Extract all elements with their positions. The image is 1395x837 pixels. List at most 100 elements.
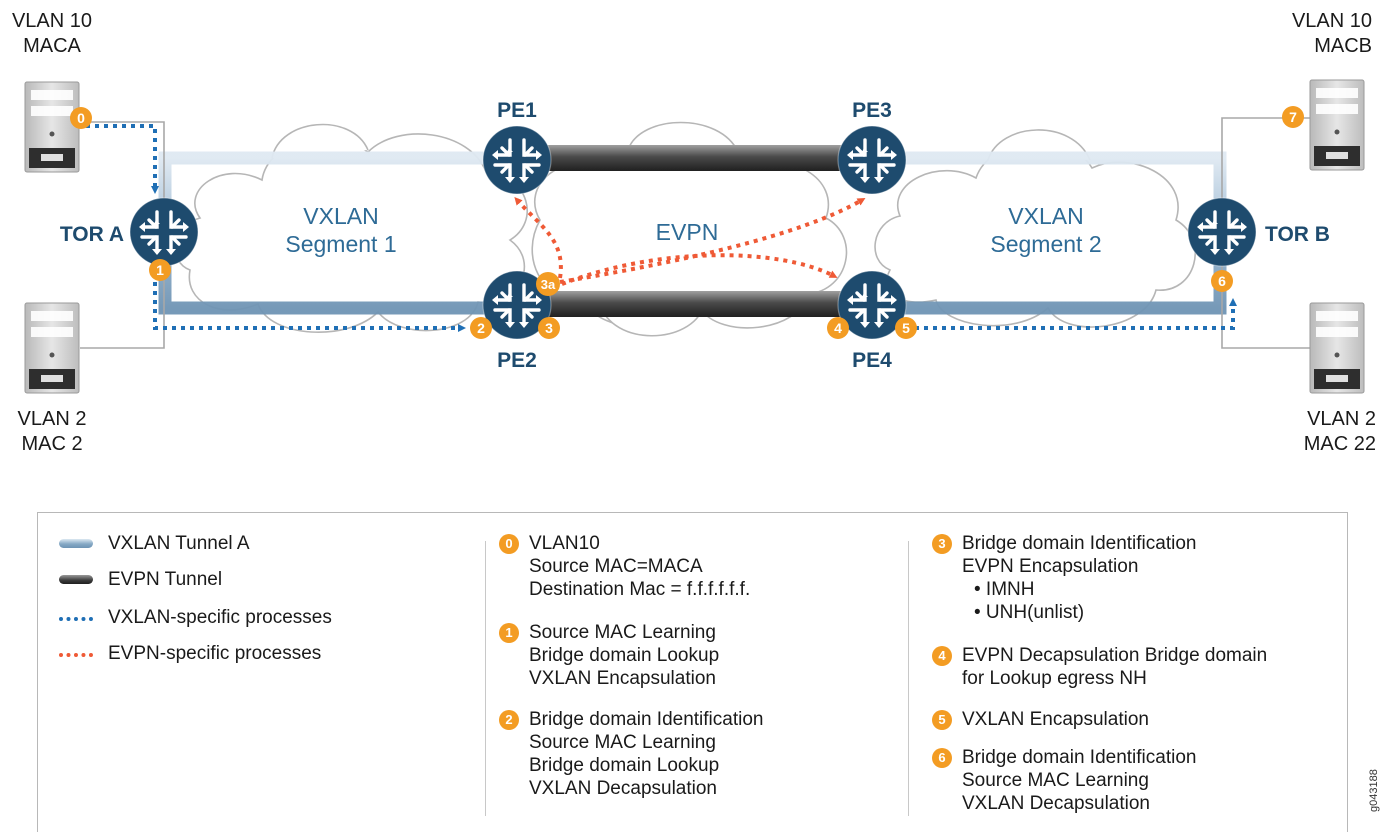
network-diagram: VLAN 10 MACA VLAN 2 MAC 2 VLAN 10 MACB V… bbox=[12, 10, 1376, 455]
step-2-line: Source MAC Learning bbox=[529, 732, 716, 753]
step-0-line: Source MAC=MACA bbox=[529, 556, 703, 577]
vxlan-segment-2-title: VXLAN bbox=[1008, 203, 1083, 229]
step-4-line: EVPN Decapsulation Bridge domain bbox=[962, 645, 1268, 666]
step-1-line: Bridge domain Lookup bbox=[529, 645, 720, 666]
step-badge-3a: 3a bbox=[536, 272, 560, 296]
step-3-line: • IMNH bbox=[974, 579, 1035, 600]
svg-text:7: 7 bbox=[1289, 109, 1297, 125]
evpn-tunnel-swatch bbox=[59, 575, 93, 584]
svg-text:3: 3 bbox=[545, 320, 553, 336]
router-tor-a-icon bbox=[128, 196, 200, 268]
step-badge-5: 5 bbox=[895, 317, 917, 339]
evpn-tunnel-top bbox=[520, 145, 870, 171]
step-badge-3: 3 bbox=[538, 317, 560, 339]
router-pe3-icon bbox=[836, 124, 908, 196]
svg-text:6: 6 bbox=[1218, 273, 1226, 289]
pe1-label: PE1 bbox=[497, 99, 537, 122]
router-pe1-icon bbox=[481, 124, 553, 196]
pe2-label: PE2 bbox=[497, 349, 537, 372]
step-0-line: Destination Mac = f.f.f.f.f.f. bbox=[529, 579, 751, 600]
cloud-puff-top-mid bbox=[627, 121, 739, 153]
step-6-line: Source MAC Learning bbox=[962, 770, 1149, 791]
step-badge-6: 6 bbox=[1211, 270, 1233, 292]
svg-text:1: 1 bbox=[156, 262, 164, 278]
step-4-badge: 4 bbox=[932, 646, 952, 666]
step-0-line: VLAN10 bbox=[529, 533, 600, 554]
legend-panel: VXLAN Tunnel A EVPN Tunnel VXLAN-specifi… bbox=[37, 512, 1348, 832]
vxlan-segment-1-subtitle: Segment 1 bbox=[285, 231, 396, 257]
evpn-path-pe2-to-pe1 bbox=[514, 197, 563, 279]
vxlan-path-pe4-to-tor-b bbox=[915, 298, 1237, 330]
svg-text:2: 2 bbox=[477, 320, 485, 336]
evpn-tunnel-bottom bbox=[520, 291, 870, 317]
step-2-line: Bridge domain Lookup bbox=[529, 755, 720, 776]
step-badge-1: 1 bbox=[149, 259, 171, 281]
step-3-line: EVPN Encapsulation bbox=[962, 556, 1139, 577]
cloud-group bbox=[174, 121, 1196, 337]
vxlan-segment-2-subtitle: Segment 2 bbox=[990, 231, 1101, 257]
step-1-badge: 1 bbox=[499, 623, 519, 643]
step-3-line: • UNH(unlist) bbox=[974, 602, 1085, 623]
vxlan-segment-1-title: VXLAN bbox=[303, 203, 378, 229]
host-top-right-mac: MACB bbox=[1314, 35, 1372, 57]
host-bottom-right-mac: MAC 22 bbox=[1304, 433, 1376, 455]
evpn-process-swatch bbox=[59, 653, 93, 657]
evpn-cloud-label: EVPN bbox=[656, 219, 719, 245]
step-3-line: Bridge domain Identification bbox=[962, 533, 1197, 554]
host-top-left-mac: MACA bbox=[23, 35, 81, 57]
step-1-line: VXLAN Encapsulation bbox=[529, 668, 716, 689]
step-2-line: VXLAN Decapsulation bbox=[529, 778, 717, 799]
host-bottom-right-vlan: VLAN 2 bbox=[1307, 408, 1376, 430]
cloud-puff-top-left bbox=[271, 123, 369, 159]
svg-text:4: 4 bbox=[834, 320, 842, 336]
host-bottom-left-vlan: VLAN 2 bbox=[18, 408, 87, 430]
legend-vxlan-processes: VXLAN-specific processes bbox=[108, 607, 332, 628]
vxlan-path-host-to-tor-a bbox=[86, 124, 159, 194]
step-badge-4: 4 bbox=[827, 317, 849, 339]
step-5-badge: 5 bbox=[932, 710, 952, 730]
step-6-line: Bridge domain Identification bbox=[962, 747, 1197, 768]
host-bottom-left-mac: MAC 2 bbox=[21, 433, 82, 455]
step-2-badge: 2 bbox=[499, 710, 519, 730]
step-1-line: Source MAC Learning bbox=[529, 622, 716, 643]
tor-b-label: TOR B bbox=[1265, 223, 1330, 246]
pe3-label: PE3 bbox=[852, 99, 892, 122]
legend-vxlan-tunnel: VXLAN Tunnel A bbox=[108, 533, 250, 554]
host-top-right-vlan: VLAN 10 bbox=[1292, 10, 1372, 32]
vxlan-segment-1-cloud bbox=[174, 133, 528, 334]
svg-text:0: 0 bbox=[77, 110, 85, 126]
vxlan-process-swatch bbox=[59, 617, 93, 621]
legend-evpn-tunnel: EVPN Tunnel bbox=[108, 569, 223, 590]
figure-id: g043188 bbox=[1368, 769, 1380, 812]
step-4-line: for Lookup egress NH bbox=[962, 668, 1147, 689]
step-6-line: VXLAN Decapsulation bbox=[962, 793, 1150, 814]
server-top-left bbox=[24, 81, 80, 173]
svg-text:5: 5 bbox=[902, 320, 910, 336]
pe4-label: PE4 bbox=[852, 349, 892, 372]
vxlan-path-tor-a-to-pe2 bbox=[153, 282, 466, 332]
evpn-path-pe2-to-pe3 bbox=[559, 197, 866, 284]
vxlan-tunnel-swatch bbox=[59, 539, 93, 548]
server-bottom-left bbox=[24, 302, 80, 394]
step-0-badge: 0 bbox=[499, 534, 519, 554]
step-5-line: VXLAN Encapsulation bbox=[962, 709, 1149, 730]
legend-divider-2 bbox=[908, 541, 909, 816]
router-tor-b-icon bbox=[1186, 196, 1258, 268]
step-badge-2: 2 bbox=[470, 317, 492, 339]
link-tor-b-top-host bbox=[1221, 117, 1310, 232]
tor-a-label: TOR A bbox=[60, 223, 124, 246]
server-bottom-right bbox=[1309, 302, 1365, 394]
step-2-line: Bridge domain Identification bbox=[529, 709, 764, 730]
vxlan-segment-2-cloud bbox=[874, 141, 1196, 328]
step-badge-0: 0 bbox=[70, 107, 92, 129]
step-6-badge: 6 bbox=[932, 748, 952, 768]
legend-evpn-processes: EVPN-specific processes bbox=[108, 643, 322, 664]
step-badge-7: 7 bbox=[1282, 106, 1304, 128]
legend-divider-1 bbox=[485, 541, 486, 816]
server-top-right bbox=[1309, 79, 1365, 171]
link-tor-a-top-host bbox=[80, 121, 165, 232]
host-top-left-vlan: VLAN 10 bbox=[12, 10, 92, 32]
evpn-path-pe2-to-pe4 bbox=[561, 253, 838, 286]
svg-text:3a: 3a bbox=[541, 277, 556, 292]
step-3-badge: 3 bbox=[932, 534, 952, 554]
